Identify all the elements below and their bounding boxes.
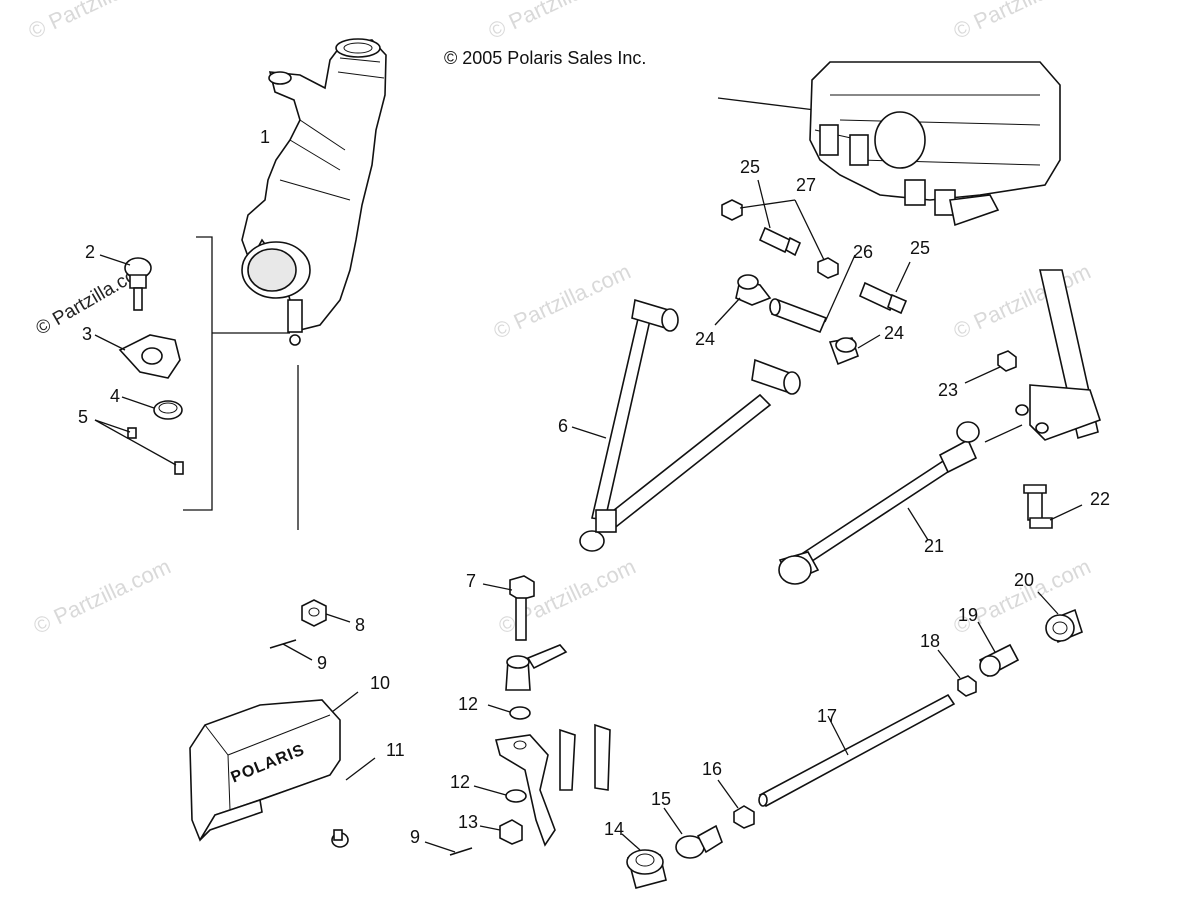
group-bracket xyxy=(183,236,213,511)
bolt-part xyxy=(331,829,349,848)
callout-8: 8 xyxy=(355,615,366,635)
callout-19: 19 xyxy=(958,605,979,625)
washer-part xyxy=(505,789,527,803)
tie-rod-part xyxy=(778,421,980,585)
spindle-part xyxy=(241,38,387,530)
callout-6: 6 xyxy=(558,416,569,436)
callout-18: 18 xyxy=(920,631,941,651)
callout-17: 17 xyxy=(817,706,838,726)
callout-1: 1 xyxy=(260,127,271,147)
copyright-text: © 2005 Polaris Sales Inc. xyxy=(444,48,647,68)
rod-end-part xyxy=(978,643,1020,678)
bushing-part xyxy=(735,274,859,366)
callout-24: 24 xyxy=(884,323,905,343)
callout-15: 15 xyxy=(651,789,672,809)
rod-end-part xyxy=(626,849,667,889)
nut-part xyxy=(997,350,1017,372)
cotter-pin-part xyxy=(449,847,473,856)
callout-11: 11 xyxy=(386,740,405,760)
callout-20: 20 xyxy=(1014,570,1035,590)
callout-10: 10 xyxy=(370,673,391,693)
seal-ring-part xyxy=(153,400,183,420)
callout-21: 21 xyxy=(924,536,945,556)
callout-25: 25 xyxy=(740,157,761,177)
callout-12: 12 xyxy=(450,772,471,792)
callout-9: 9 xyxy=(317,653,328,673)
bolt-part xyxy=(1023,484,1053,529)
ball-joint-part xyxy=(505,644,568,691)
callout-13: 13 xyxy=(458,812,479,832)
ball-joint-part xyxy=(124,257,152,311)
callout-16: 16 xyxy=(702,759,723,779)
callout-5: 5 xyxy=(78,407,89,427)
nut-part xyxy=(499,819,523,845)
callout-3: 3 xyxy=(82,324,93,344)
callout-9: 9 xyxy=(410,827,421,847)
flange-plate-part xyxy=(118,334,181,379)
callout-22: 22 xyxy=(1090,489,1111,509)
nut-part xyxy=(957,675,977,697)
callout-12: 12 xyxy=(458,694,479,714)
rod-end-part xyxy=(1045,608,1083,644)
frame-part xyxy=(717,61,1061,227)
a-arm-part xyxy=(579,298,801,552)
callout-7: 7 xyxy=(466,571,477,591)
steering-rod-part xyxy=(758,693,956,808)
nut-part xyxy=(301,599,327,627)
callout-25: 25 xyxy=(910,238,931,258)
screw-part xyxy=(127,427,184,475)
callout-26: 26 xyxy=(853,242,874,262)
bolt-part xyxy=(721,199,802,257)
callout-27: 27 xyxy=(796,175,817,195)
callout-4: 4 xyxy=(110,386,121,406)
nut-part xyxy=(733,805,755,829)
callout-24: 24 xyxy=(695,329,716,349)
callout-2: 2 xyxy=(85,242,96,262)
bolt-part xyxy=(509,575,535,641)
steering-post-part xyxy=(1015,269,1102,441)
bolt-part xyxy=(858,281,908,315)
sleeve-part xyxy=(769,298,828,334)
callout-23: 23 xyxy=(938,380,959,400)
callout-14: 14 xyxy=(604,819,625,839)
a-arm-guard-part xyxy=(189,699,341,842)
nut-part xyxy=(817,257,839,279)
bracket-part xyxy=(494,723,611,847)
washer-part xyxy=(509,706,531,720)
rod-end-part xyxy=(675,824,723,859)
